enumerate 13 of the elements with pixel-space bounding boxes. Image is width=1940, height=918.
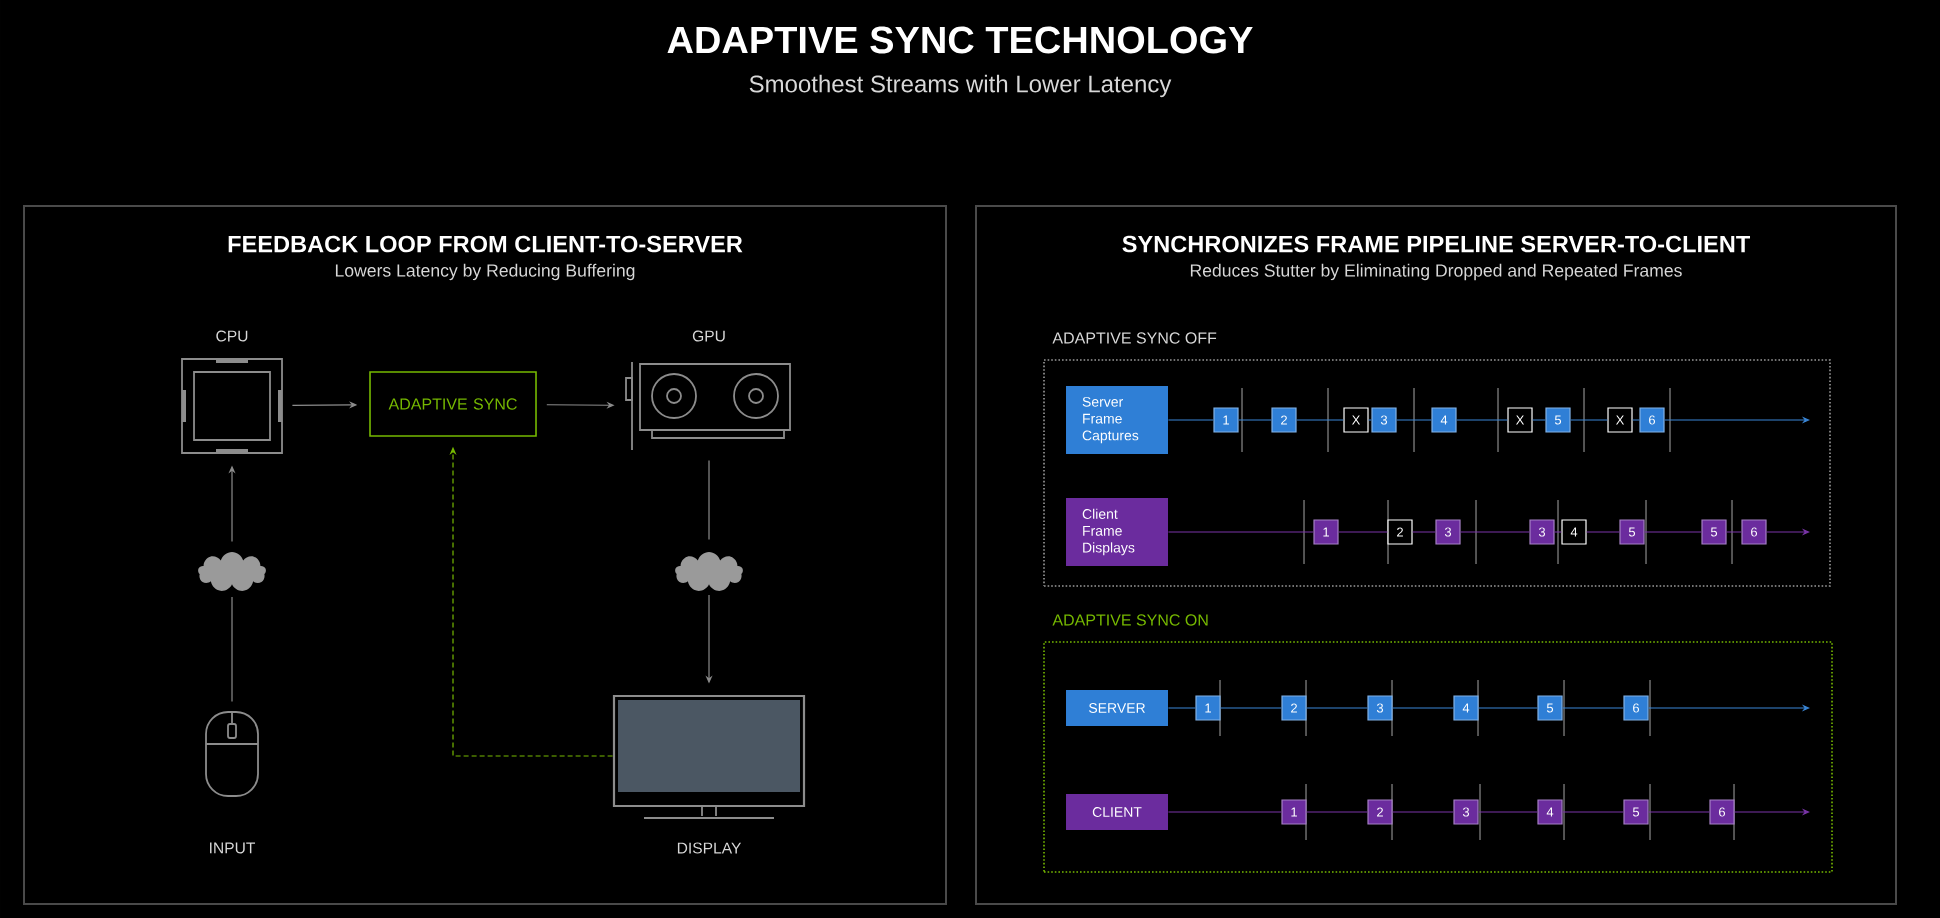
connector-line [708, 459, 710, 541]
cloud-icon [675, 552, 743, 591]
panel-heading: SYNCHRONIZES FRAME PIPELINE SERVER-TO-CLIENT [1122, 235, 1750, 253]
panel-subtitle: Lowers Latency by Reducing Buffering [335, 263, 635, 281]
group-heading: ADAPTIVE SYNC ON [1052, 614, 1208, 626]
cloud-icon [198, 552, 266, 591]
panel-subtitle: Reduces Stutter by Eliminating Dropped and Repeated Frames [1190, 263, 1682, 281]
slide-title: ADAPTIVE SYNC TECHNOLOGY [667, 26, 1253, 54]
adaptive-sync-box: ADAPTIVE SYNC [369, 371, 537, 437]
subtitle: Smoothest Streams with Lower Latency [749, 74, 1172, 98]
connector-line [231, 596, 233, 703]
group-heading: ADAPTIVE SYNC OFF [1052, 332, 1217, 344]
panel-heading: FEEDBACK LOOP FROM CLIENT-TO-SERVER [228, 235, 743, 253]
